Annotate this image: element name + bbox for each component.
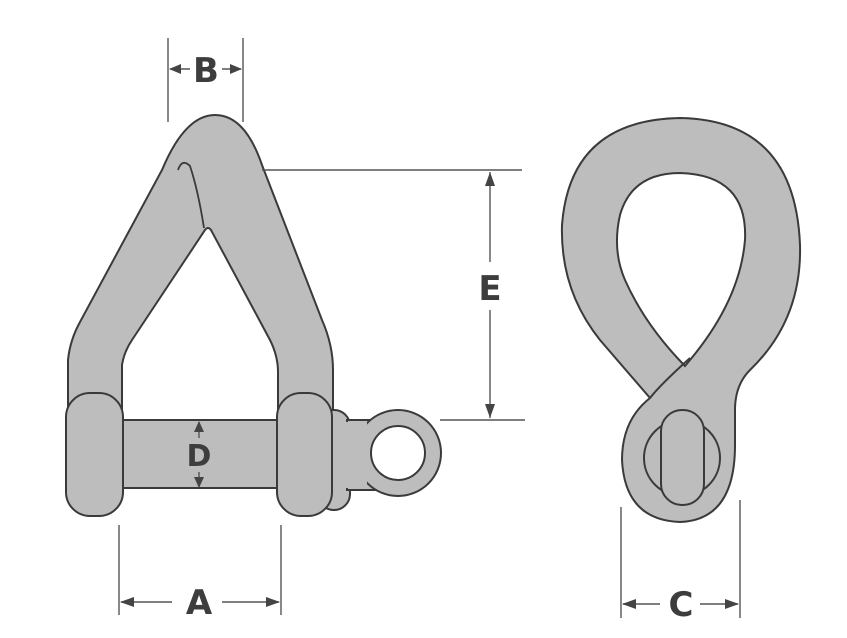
front-view — [65, 113, 442, 517]
dimension-c: C — [620, 500, 741, 625]
label-c: C — [669, 585, 694, 625]
dimension-a: A — [118, 525, 282, 623]
label-e: E — [478, 269, 501, 309]
twist-crease — [177, 161, 205, 229]
bow-opening — [121, 227, 279, 421]
pin-end-slot — [660, 409, 705, 506]
pin-eye-hole — [370, 425, 426, 481]
side-view — [560, 116, 802, 524]
right-lug — [276, 392, 333, 517]
twist-crossing-line — [649, 357, 691, 399]
label-b: B — [193, 51, 219, 91]
bow-loop-opening — [616, 171, 747, 368]
dimension-d: D — [187, 421, 212, 488]
label-d: D — [187, 439, 212, 474]
left-lug — [65, 392, 124, 517]
dimension-b: B — [167, 38, 244, 122]
label-a: A — [186, 583, 213, 623]
dimension-e: E — [262, 169, 525, 421]
